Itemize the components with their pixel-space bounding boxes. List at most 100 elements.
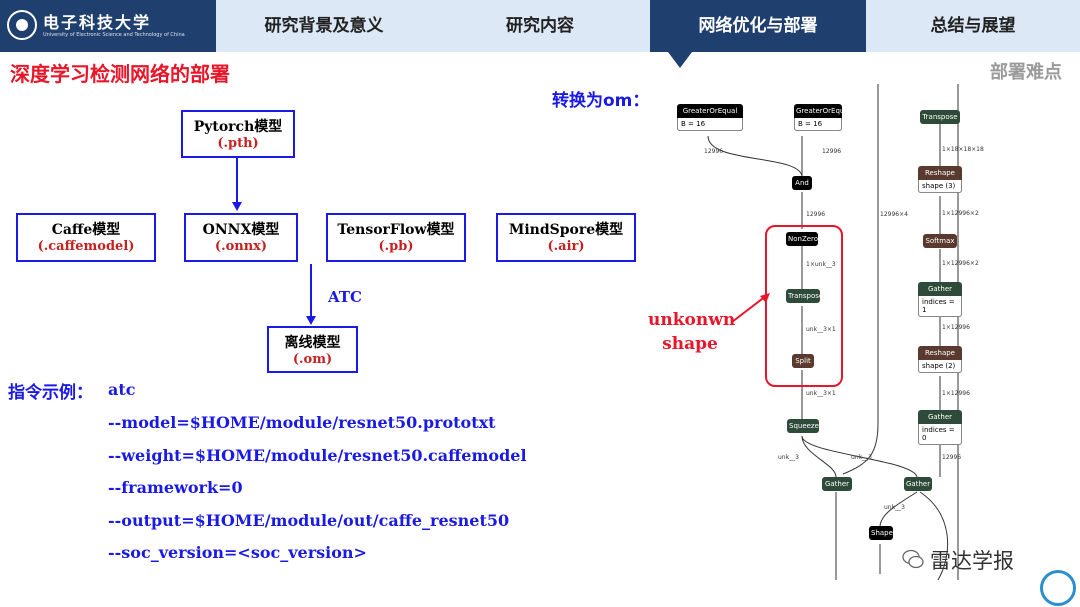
node-greaterorequal-1-attr: B = 16 [677, 118, 743, 131]
command-output-line: --output=$HOME/module/out/caffe_resnet50 [108, 511, 510, 530]
unknown-shape-arrow [731, 293, 770, 323]
node-gather-3-label: Gather [927, 285, 953, 293]
graph-node-split: Split [792, 354, 814, 368]
node-gather-4-attr: indices = 0 [918, 424, 962, 445]
command-example-label: 指令示例： [8, 383, 93, 403]
node-shape-label: Shape [871, 529, 893, 537]
pytorch-to-onnx-arrowhead [232, 202, 242, 211]
university-logo: 电子科技大学 University of Electronic Science … [0, 0, 216, 52]
pytorch-model-name: Pytorch模型 [193, 119, 283, 135]
mindspore-model-box: MindSpore模型 (.air) [496, 213, 636, 262]
caffe-model-name: Caffe模型 [51, 222, 121, 238]
page-subtitle: 部署难点 [990, 62, 1062, 83]
caffe-model-ext: (.caffemodel) [37, 239, 135, 254]
node-reshape-2-label: Reshape [925, 349, 955, 357]
graph-node-shape: Shape [869, 526, 893, 540]
offline-model-name: 离线模型 [284, 335, 341, 351]
logo-english-name: University of Electronic Science and Tec… [43, 32, 185, 38]
logo-chinese-name: 电子科技大学 [43, 13, 152, 32]
graph-node-reshape-1: Reshape shape (3) [918, 166, 962, 193]
command-soc-version-line: --soc_version=<soc_version> [108, 543, 367, 562]
edge-label-12: 1×12996 [942, 390, 970, 397]
offline-model-ext: (.om) [292, 352, 333, 367]
edge-label-6: unk__3×1 [806, 390, 836, 397]
edge-label-9: 1×12996×2 [942, 210, 979, 217]
edge-label-5: unk__3×1 [806, 326, 836, 333]
node-split-label: Split [795, 357, 811, 365]
page-title: 深度学习检测网络的部署 [10, 62, 230, 86]
mindspore-model-name: MindSpore模型 [508, 222, 624, 238]
node-softmax-label: Softmax [925, 237, 955, 245]
unknown-shape-label: unkonwn shape [648, 310, 736, 354]
journal-badge-icon [1040, 570, 1076, 606]
tab-research-content[interactable]: 研究内容 [506, 16, 574, 36]
graph-node-reshape-2: Reshape shape (2) [918, 346, 962, 373]
node-greaterorequal-1-label: GreaterOrEqual [682, 107, 738, 115]
convert-to-om-label: 转换为om： [552, 91, 650, 111]
node-gather-1-label: Gather [824, 480, 850, 488]
tensorflow-model-ext: (.pb) [378, 239, 414, 254]
atc-arrowhead [306, 316, 316, 325]
edge-label-16: unk__3 [884, 504, 905, 511]
watermark-text: 雷达学报 [930, 549, 1014, 573]
graph-node-gather-2: Gather [904, 477, 932, 491]
unknown-shape-highlight [765, 225, 843, 387]
atc-arrow [310, 264, 312, 317]
graph-node-gather-1: Gather [822, 477, 852, 491]
node-greaterorequal-2-attr: B = 16 [794, 118, 842, 131]
graph-node-gather-3: Gather indices = 1 [918, 282, 962, 317]
mindspore-model-ext: (.air) [547, 239, 585, 254]
node-gather-2-label: Gather [906, 480, 931, 488]
node-transpose-1-label: Transpose [788, 292, 824, 300]
edge-label-1: 12996 [704, 148, 724, 155]
node-reshape-1-label: Reshape [925, 169, 955, 177]
onnx-model-box: ONNX模型 (.onnx) [184, 213, 298, 262]
node-gather-3-attr: indices = 1 [918, 296, 962, 317]
graph-node-and: And [792, 176, 812, 190]
edge-label-7: 12996×4 [880, 211, 908, 218]
tensorflow-model-box: TensorFlow模型 (.pb) [326, 213, 466, 262]
command-model-line: --model=$HOME/module/resnet50.prototxt [108, 413, 496, 432]
graph-node-squeeze: Squeeze [787, 419, 819, 433]
tensorflow-model-name: TensorFlow模型 [337, 222, 455, 238]
node-transpose-2-label: Transpose [922, 113, 958, 121]
tab-summary-outlook[interactable]: 总结与展望 [930, 16, 1016, 36]
om-graph-view: GreaterOrEqual B = 16 GreaterOrEqual B =… [668, 84, 998, 580]
edge-label-11: 1×12996 [942, 324, 970, 331]
edge-label-8: 1×18×18×18 [942, 146, 984, 153]
graph-node-nonzero: NonZero [786, 232, 818, 246]
university-seal-icon [7, 10, 37, 40]
node-and-label: And [795, 179, 809, 187]
graph-node-gather-4: Gather indices = 0 [918, 410, 962, 445]
edge-label-4: 1×unk__3 [806, 261, 836, 268]
node-greaterorequal-2-label: GreaterOrEqual [796, 107, 851, 115]
node-reshape-1-attr: shape (3) [918, 180, 962, 193]
atc-label: ATC [328, 288, 362, 306]
onnx-model-name: ONNX模型 [202, 222, 280, 238]
graph-node-greaterorequal-1: GreaterOrEqual B = 16 [677, 104, 743, 131]
graph-node-transpose-2: Transpose [920, 110, 960, 124]
graph-node-softmax: Softmax [923, 234, 957, 248]
pytorch-model-box: Pytorch模型 (.pth) [181, 110, 295, 158]
pytorch-model-ext: (.pth) [217, 136, 259, 151]
edge-label-14: unk__3 [778, 454, 799, 461]
edge-label-15: unk__3 [851, 454, 872, 461]
pytorch-to-onnx-arrow [236, 158, 238, 203]
tab-network-optimization[interactable]: 网络优化与部署 [650, 0, 866, 52]
edge-label-3: 12996 [806, 211, 826, 218]
caffe-model-box: Caffe模型 (.caffemodel) [16, 213, 156, 262]
command-atc: atc [108, 380, 136, 399]
command-weight-line: --weight=$HOME/module/resnet50.caffemode… [108, 446, 527, 465]
node-gather-4-label: Gather [927, 413, 953, 421]
graph-node-transpose-1: Transpose [786, 289, 824, 303]
onnx-model-ext: (.onnx) [214, 239, 268, 254]
wechat-icon [902, 549, 924, 569]
edge-label-10: 1×12996×2 [942, 260, 979, 267]
edge-label-13: 12996 [942, 454, 962, 461]
offline-model-box: 离线模型 (.om) [267, 326, 358, 373]
graph-node-greaterorequal-2: GreaterOrEqual B = 16 [794, 104, 851, 131]
node-reshape-2-attr: shape (2) [918, 360, 962, 373]
tab-research-background[interactable]: 研究背景及意义 [264, 16, 384, 36]
node-nonzero-label: NonZero [788, 235, 819, 243]
command-framework-line: --framework=0 [108, 478, 243, 497]
